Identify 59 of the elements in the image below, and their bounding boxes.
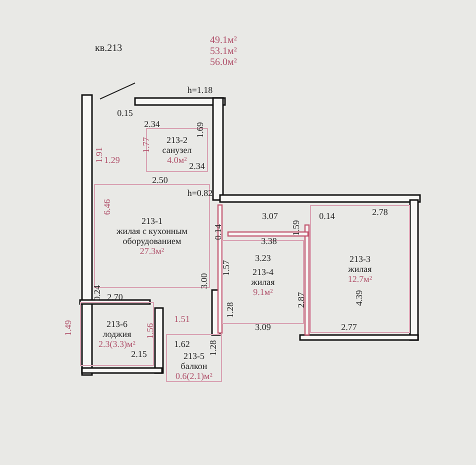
dimension-label: 1.57	[221, 260, 231, 276]
apartment-area: 53.1м²	[210, 46, 237, 57]
room-number: 213-3	[350, 254, 370, 264]
room-area: 27.3м²	[140, 246, 164, 256]
dimension-label: 1.62	[174, 339, 190, 349]
room-number: 213-5	[184, 351, 204, 361]
dimension-label: h=0.82	[187, 188, 213, 198]
room-number: 213-6	[106, 319, 128, 329]
dimension-label: 0.14	[213, 224, 223, 240]
dimension-label: 1.29	[104, 155, 120, 165]
room-number: 213-2	[166, 135, 188, 145]
room-name: жилая с кухонным оборудованием	[116, 226, 188, 246]
dimension-label: 1.28	[225, 302, 235, 318]
dimension-label: 1.69	[195, 122, 205, 138]
room-outline	[310, 205, 410, 333]
apartment-number: кв.213	[95, 43, 122, 54]
room-outline	[222, 240, 304, 324]
room-area: 4.0м²	[167, 155, 187, 165]
dimension-label: 2.50	[152, 175, 168, 185]
dimension-label: 1.28	[208, 340, 218, 356]
dimension-label: 2.87	[296, 292, 306, 308]
dimension-label: 1.56	[145, 323, 155, 339]
room-area: 9.1м²	[253, 287, 273, 297]
room-outline	[166, 334, 222, 382]
dimension-label: 0.24	[92, 285, 102, 301]
dimension-label: 6.46	[102, 199, 112, 215]
dimension-label: 2.34	[144, 119, 160, 129]
dimension-label: 3.23	[255, 253, 271, 263]
dimension-label: 1.49	[63, 320, 73, 336]
dimension-label: 2.70	[107, 292, 123, 302]
dimension-label: 1.91	[94, 147, 104, 163]
room-outline	[80, 302, 154, 366]
room-name: лоджия	[102, 329, 132, 339]
dimension-label: 1.59	[291, 220, 301, 236]
room-name: жилая	[348, 264, 372, 274]
dimension-label: 2.34	[189, 161, 205, 171]
dimension-label: 0.14	[319, 211, 335, 221]
dimension-label: 0.15	[117, 108, 133, 118]
room-area: 0.6(2.1)м²	[176, 371, 212, 381]
room-name: балкон	[180, 361, 208, 371]
dimension-label: 3.00	[199, 273, 209, 289]
dimension-label: 3.07	[262, 211, 278, 221]
dimension-label: 3.38	[261, 236, 277, 246]
dimension-label: 1.77	[141, 137, 151, 153]
dimension-label: h=1.18	[187, 85, 213, 95]
dimension-label: 2.77	[341, 322, 357, 332]
room-area: 2.3(3.3)м²	[98, 339, 136, 349]
dimension-label: 3.09	[255, 322, 271, 332]
room-name: жилая	[251, 277, 275, 287]
room-area: 12.7м²	[348, 274, 372, 284]
dimension-label: 1.51	[174, 314, 190, 324]
room-number: 213-4	[252, 267, 274, 277]
dimension-label: 2.15	[131, 349, 147, 359]
apartment-area: 56.0м²	[210, 57, 237, 68]
dimension-label: 2.78	[372, 207, 388, 217]
apartment-area: 49.1м²	[210, 35, 237, 46]
room-number: 213-1	[142, 216, 162, 226]
dimension-label: 4.39	[354, 290, 364, 306]
room-name: санузел	[162, 145, 192, 155]
